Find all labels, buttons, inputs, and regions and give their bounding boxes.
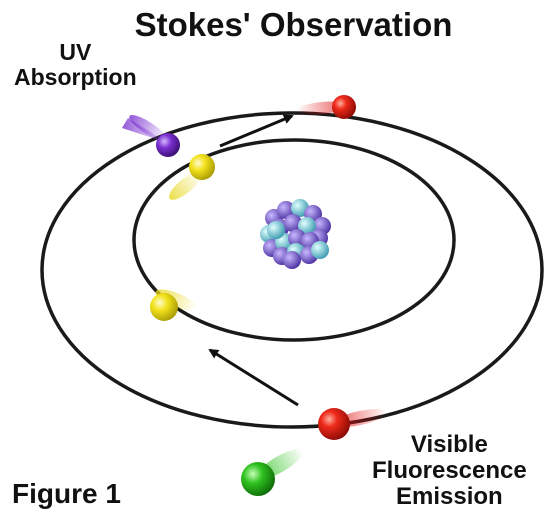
uv-photon: [122, 115, 180, 157]
uv-absorption-label: UV Absorption: [14, 40, 137, 90]
nucleus-particle: [311, 241, 329, 259]
inner-orbit: [132, 138, 456, 342]
visible-photon: [241, 449, 303, 496]
nucleus: [260, 199, 331, 269]
nucleus-particle: [298, 217, 316, 235]
visible-label-line-1: Visible: [410, 431, 488, 458]
visible-label-line-3: Emission: [396, 483, 503, 510]
excited-electron-bottom: [318, 408, 388, 440]
visible-label-line-2: Fluorescence: [372, 457, 527, 484]
nucleus-particle: [284, 214, 302, 232]
diagram-title: Stokes' Observation: [134, 6, 453, 43]
nucleus-particle: [267, 221, 285, 239]
uv-label-line-1: UV: [59, 39, 92, 65]
relaxation-arrow: [208, 348, 299, 407]
figure-label: Figure 1: [12, 478, 121, 509]
ground-state-electron-left: [150, 289, 197, 321]
excited-electron-top: [296, 95, 356, 119]
ground-state-electron-top: [169, 154, 215, 200]
excitation-arrow: [219, 114, 294, 148]
outer-orbit: [40, 111, 544, 429]
visible-emission-label: Visible Fluorescence Emission: [372, 432, 527, 510]
nucleus-particle: [283, 251, 301, 269]
uv-label-line-2: Absorption: [14, 64, 137, 90]
